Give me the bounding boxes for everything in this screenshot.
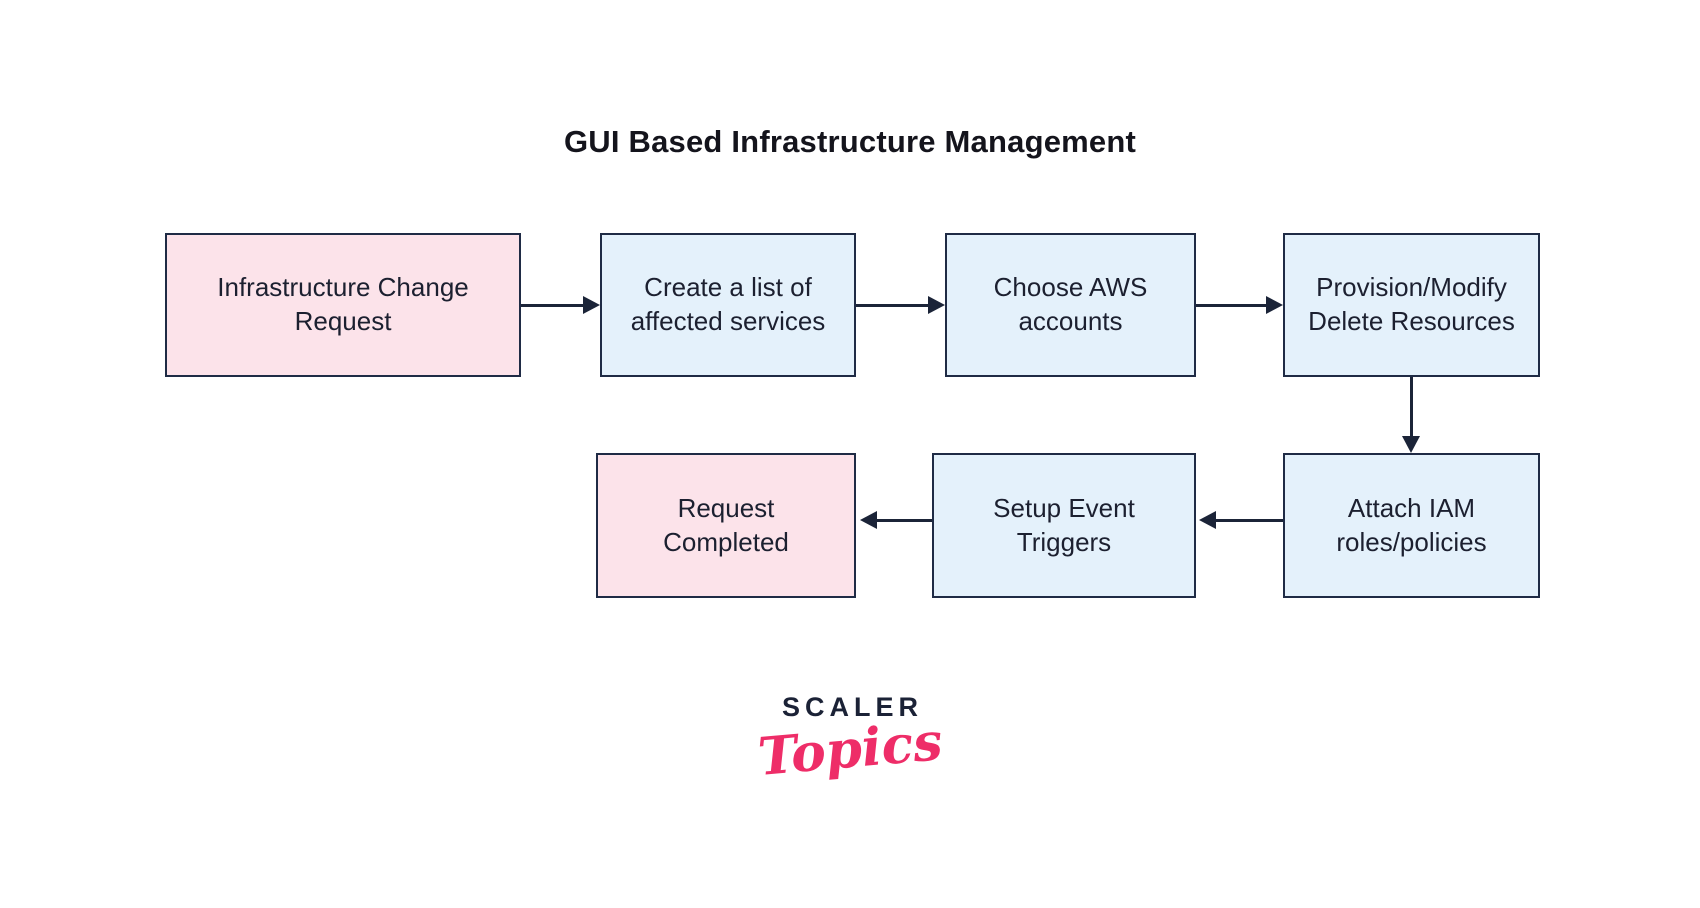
node-label: Request Completed	[663, 492, 789, 557]
arrow-right-icon	[856, 296, 945, 314]
node-label: Choose AWS accounts	[993, 272, 1148, 336]
node-attach-iam-roles-policies: Attach IAM roles/policies	[1283, 453, 1540, 598]
arrow-right-icon	[1196, 296, 1283, 314]
arrow-line	[856, 303, 928, 307]
arrow-left-icon	[860, 511, 932, 529]
node-infrastructure-change-request: Infrastructure Change Request	[165, 233, 521, 377]
node-setup-event-triggers: Setup Event Triggers	[932, 453, 1196, 598]
arrowhead-down-icon	[1402, 436, 1420, 453]
arrow-line	[1409, 377, 1413, 436]
arrowhead-right-icon	[1266, 296, 1283, 314]
node-create-affected-services-list: Create a list of affected services	[600, 233, 856, 377]
node-provision-modify-delete-resources: Provision/Modify Delete Resources	[1283, 233, 1540, 377]
logo-sub-brand-text: Topics	[755, 711, 945, 788]
node-label: Provision/Modify Delete Resources	[1308, 272, 1515, 336]
arrow-right-icon	[521, 296, 600, 314]
node-request-completed: Request Completed	[596, 453, 856, 598]
diagram-title: GUI Based Infrastructure Management	[563, 124, 1137, 159]
node-label: Setup Event Triggers	[993, 492, 1135, 557]
arrow-line	[521, 303, 583, 307]
node-label: Attach IAM roles/policies	[1336, 492, 1487, 557]
node-label: Create a list of affected services	[630, 272, 826, 336]
arrowhead-left-icon	[860, 511, 877, 529]
scaler-topics-logo: SCALER Topics	[0, 692, 1700, 788]
arrowhead-left-icon	[1199, 511, 1216, 529]
arrow-down-icon	[1402, 377, 1420, 453]
arrow-left-icon	[1199, 511, 1283, 529]
arrowhead-right-icon	[583, 296, 600, 314]
arrow-line	[1196, 303, 1266, 307]
arrowhead-right-icon	[928, 296, 945, 314]
node-label: Infrastructure Change Request	[217, 272, 469, 336]
logo-brand-text: SCALER	[781, 692, 923, 722]
node-choose-aws-accounts: Choose AWS accounts	[945, 233, 1196, 377]
arrow-line	[1216, 518, 1283, 522]
arrow-line	[877, 518, 932, 522]
